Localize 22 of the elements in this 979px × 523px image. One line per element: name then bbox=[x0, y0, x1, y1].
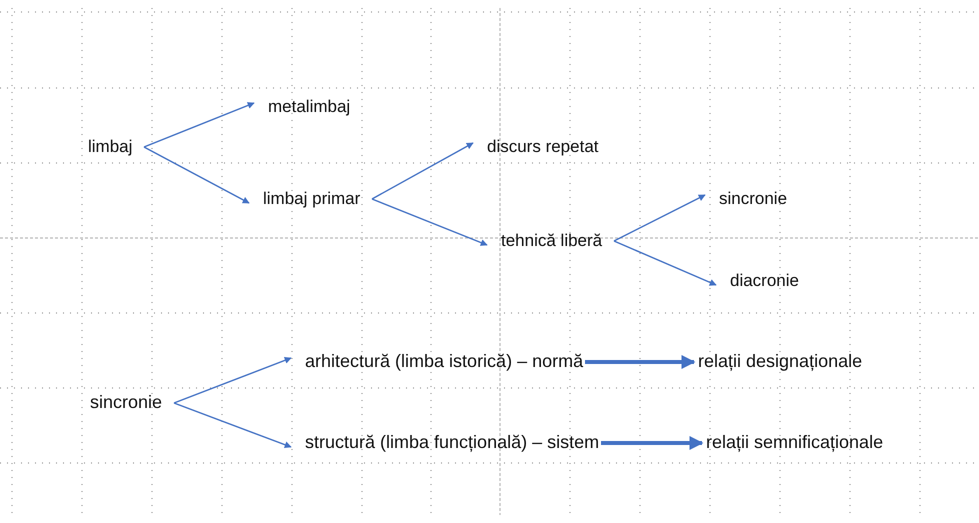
node-label: metalimbaj bbox=[268, 97, 350, 118]
arrow bbox=[372, 142, 474, 200]
node-label: sincronie bbox=[90, 392, 162, 414]
arrow bbox=[174, 357, 292, 404]
arrow bbox=[144, 102, 255, 148]
node-label: diacronie bbox=[730, 271, 799, 292]
arrow bbox=[614, 240, 717, 286]
node-label: relații designaționale bbox=[698, 351, 862, 373]
arrow bbox=[601, 436, 704, 450]
node-label: relații semnificaționale bbox=[706, 432, 884, 454]
node-label: arhitectură (limba istorică) – normă bbox=[305, 351, 584, 373]
node-label: sincronie bbox=[719, 189, 788, 210]
arrow bbox=[144, 146, 250, 204]
node-label: structură (limba funcțională) – sistem bbox=[305, 432, 600, 454]
node-label: limbaj primar bbox=[263, 189, 360, 210]
arrow bbox=[372, 198, 488, 246]
arrow bbox=[614, 194, 706, 242]
arrow bbox=[174, 402, 292, 448]
node-label: discurs repetat bbox=[487, 137, 598, 158]
arrow bbox=[585, 355, 696, 369]
node-label: tehnică liberă bbox=[501, 231, 602, 252]
node-label: limbaj bbox=[88, 137, 132, 158]
